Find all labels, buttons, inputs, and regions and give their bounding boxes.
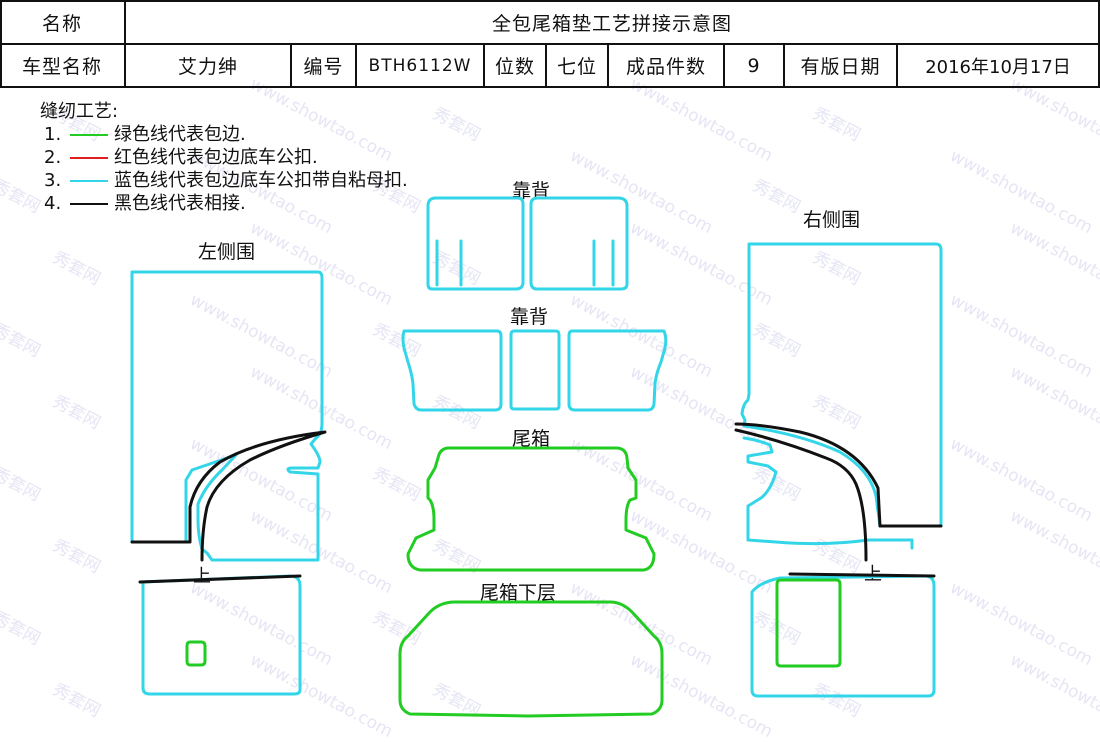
header-border	[1098, 0, 1100, 88]
backrest-upper-right-piece	[529, 196, 629, 291]
backrest-middle-left-piece	[401, 329, 503, 412]
legend-number: 4.	[44, 193, 62, 214]
legend-text: 蓝色线代表包边底车公扣带自粘母扣.	[114, 170, 408, 191]
right-side-lower-extension	[742, 436, 914, 550]
right-lower-piece	[750, 574, 936, 698]
name-label: 名称	[41, 13, 82, 35]
red-line-swatch	[70, 156, 108, 159]
header-divider	[355, 43, 357, 88]
model-label: 车型名称	[21, 56, 102, 78]
left-lower-hole	[185, 640, 207, 667]
pieces-value: 9	[747, 54, 761, 77]
left-side-seam	[130, 430, 327, 562]
header-divider	[124, 0, 126, 88]
header-table: 名称 全包尾箱垫工艺拼接示意图 车型名称 艾力绅 编号 BTH6112W 位数 …	[0, 0, 1100, 88]
label-left-side: 左侧围	[198, 241, 256, 263]
left-lower-piece	[141, 574, 302, 696]
right-lower-seam	[788, 572, 936, 578]
legend-item: 1. 绿色线代表包边.	[40, 123, 408, 146]
trunk-piece	[406, 446, 656, 572]
code-value: BTH6112W	[368, 55, 472, 76]
right-lower-patch	[775, 578, 842, 668]
left-up-mark: 上	[193, 566, 211, 587]
date-label: 有版日期	[800, 56, 881, 78]
green-line-swatch	[70, 133, 108, 136]
legend-number: 2.	[44, 147, 62, 168]
black-line-swatch	[70, 202, 108, 205]
header-divider	[0, 43, 1100, 45]
header-divider	[896, 43, 898, 88]
header-divider	[723, 43, 725, 88]
legend-item: 2. 红色线代表包边底车公扣.	[40, 146, 408, 169]
code-label: 编号	[303, 56, 344, 78]
label-right-side: 右侧围	[803, 209, 861, 231]
left-side-main-piece	[130, 270, 324, 562]
legend-text: 红色线代表包边底车公扣.	[114, 147, 318, 168]
header-divider	[290, 43, 292, 88]
backrest-middle-center-piece	[509, 329, 561, 411]
document-title: 全包尾箱垫工艺拼接示意图	[491, 13, 732, 35]
legend-item: 4. 黑色线代表相接.	[40, 192, 408, 215]
header-divider	[607, 43, 609, 88]
legend-text: 黑色线代表相接.	[114, 193, 246, 214]
right-side-seam-inner	[734, 428, 868, 562]
left-lower-seam	[138, 574, 302, 584]
header-border	[0, 86, 1100, 88]
sewing-legend: 缝纫工艺: 1. 绿色线代表包边. 2. 红色线代表包边底车公扣. 3. 蓝色线…	[40, 100, 408, 215]
header-divider	[483, 43, 485, 88]
legend-heading: 缝纫工艺:	[40, 101, 119, 122]
date-value: 2016年10月17日	[925, 56, 1071, 78]
legend-number: 1.	[44, 124, 62, 145]
trunk-lower-piece	[398, 600, 664, 718]
cyan-line-swatch	[70, 179, 108, 182]
header-border	[0, 0, 2, 88]
label-trunk: 尾箱	[512, 428, 551, 450]
model-value: 艾力绅	[177, 56, 238, 78]
legend-number: 3.	[44, 170, 62, 191]
header-divider	[545, 43, 547, 88]
header-divider	[783, 43, 785, 88]
position-label: 位数	[494, 56, 535, 78]
pieces-label: 成品件数	[625, 56, 706, 78]
legend-item: 3. 蓝色线代表包边底车公扣带自粘母扣.	[40, 169, 408, 192]
header-border	[0, 0, 1100, 2]
position-value: 七位	[556, 56, 597, 78]
legend-text: 绿色线代表包边.	[114, 124, 246, 145]
right-side-main-piece	[740, 242, 943, 528]
right-side-seam	[734, 422, 943, 528]
label-trunk-lower: 尾箱下层	[480, 582, 557, 604]
label-backrest-middle: 靠背	[510, 306, 549, 328]
backrest-upper-left-piece	[426, 196, 525, 291]
backrest-middle-right-piece	[567, 329, 668, 412]
